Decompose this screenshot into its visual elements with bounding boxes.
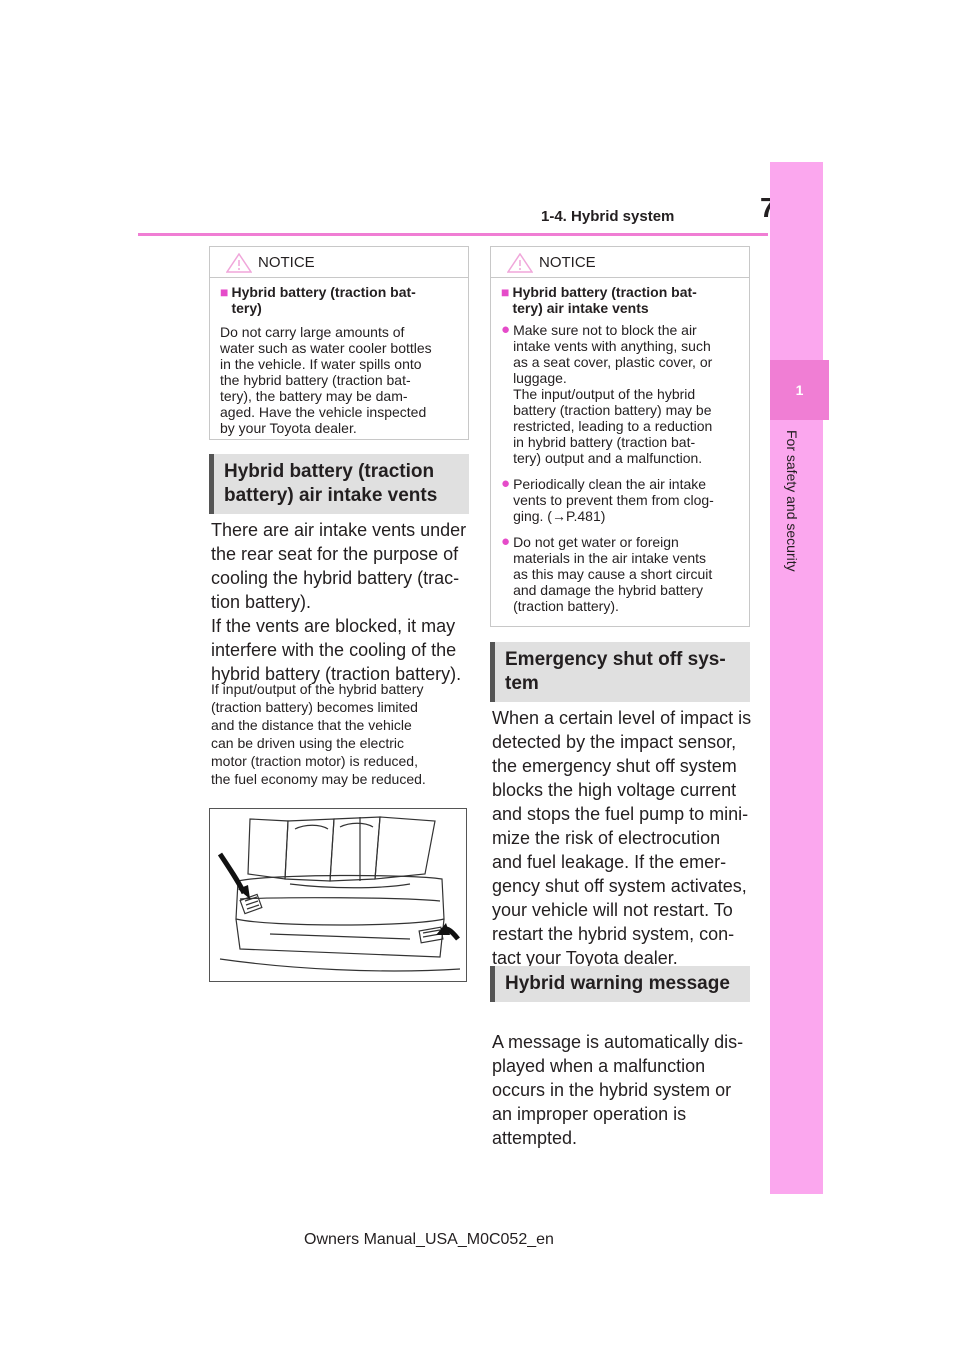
notice-label: NOTICE bbox=[258, 254, 315, 271]
notice-header: NOTICE bbox=[491, 247, 749, 278]
warning-triangle-icon bbox=[507, 253, 533, 273]
side-tab-label-wrap: For safety and security bbox=[782, 430, 802, 630]
notice-header: NOTICE bbox=[210, 247, 468, 278]
side-tab-label: For safety and security bbox=[784, 430, 800, 572]
notice-bullet-text: Do not get water or foreign materials in… bbox=[513, 534, 713, 614]
side-tab bbox=[770, 162, 823, 1194]
header-rule bbox=[138, 233, 768, 236]
section-heading-emergency: Emergency shut off sys- tem bbox=[490, 642, 750, 702]
circle-bullet-icon: ● bbox=[501, 533, 511, 550]
notice-label: NOTICE bbox=[539, 254, 596, 271]
notice-box-right: NOTICE ■ Hybrid battery (traction bat- t… bbox=[490, 246, 750, 627]
footer-text: Owners Manual_USA_M0C052_en bbox=[304, 1231, 554, 1248]
notice-text: Do not carry large amounts of water such… bbox=[220, 324, 432, 436]
notice-bullet-text: Periodically clean the air intake vents … bbox=[513, 476, 714, 524]
body-warning: A message is automatically dis- played w… bbox=[492, 1032, 744, 1148]
notice-title-row: ■ Hybrid battery (traction bat- tery) ai… bbox=[501, 284, 739, 316]
warning-triangle-icon bbox=[226, 253, 252, 273]
notice-bullet: ● Do not get water or foreign materials … bbox=[501, 533, 739, 615]
notice-title-row: ■ Hybrid battery (traction bat- tery) bbox=[220, 284, 458, 316]
notice-title: Hybrid battery (traction bat- tery) bbox=[231, 284, 416, 316]
side-tab-number: 1 bbox=[770, 360, 829, 420]
body-air-intake: There are air intake vents under the rea… bbox=[211, 520, 467, 684]
notice-bullet: ● Make sure not to block the air intake … bbox=[501, 321, 739, 467]
notice-bullet: ● Periodically clean the air intake vent… bbox=[501, 475, 739, 525]
section-header: 1-4. Hybrid system bbox=[541, 208, 675, 225]
circle-bullet-icon: ● bbox=[501, 475, 511, 492]
rear-seat-drawing bbox=[217, 816, 461, 972]
section-heading-warning: Hybrid warning message bbox=[490, 966, 750, 1002]
notice-box-left: NOTICE ■ Hybrid battery (traction bat- t… bbox=[209, 246, 469, 440]
section-heading-air-intake: Hybrid battery (traction battery) air in… bbox=[209, 454, 469, 514]
notice-bullet-text: Make sure not to block the air intake ve… bbox=[513, 322, 713, 466]
note-air-intake: If input/output of the hybrid battery (t… bbox=[211, 681, 426, 787]
square-bullet-icon: ■ bbox=[220, 284, 229, 300]
notice-title: Hybrid battery (traction bat- tery) air … bbox=[512, 284, 697, 316]
rear-seat-vent-illustration bbox=[209, 808, 467, 982]
circle-bullet-icon: ● bbox=[501, 321, 511, 338]
body-emergency: When a certain level of impact is detect… bbox=[492, 708, 752, 968]
square-bullet-icon: ■ bbox=[501, 284, 510, 300]
